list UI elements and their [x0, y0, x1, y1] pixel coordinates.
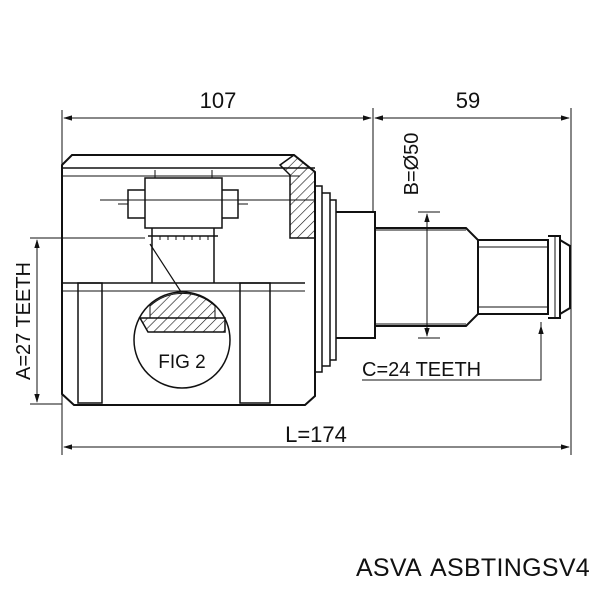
dim-label-107: 107 [200, 88, 237, 113]
joint-housing [61, 154, 316, 406]
housing-outline [61, 154, 316, 406]
fig2-label: FIG 2 [158, 352, 206, 373]
shaft [336, 211, 479, 339]
dim-label-c-teeth: C=24 TEETH [362, 359, 481, 381]
dim-label-length: L=174 [285, 422, 347, 447]
brand-name: ASVA [355, 554, 422, 582]
tripod-spider [118, 170, 248, 299]
dim-label-a-teeth: A=27 TEETH [13, 262, 35, 380]
part-number: ASBTINGSV4 [430, 554, 590, 582]
dim-label-59: 59 [456, 88, 480, 113]
neck-ring [315, 185, 337, 373]
dim-label-b-diameter: B=Ø50 [401, 133, 423, 196]
dimension-lines [34, 115, 570, 450]
dim-leader-c [362, 325, 544, 381]
spline-stub [478, 235, 571, 319]
part-caption: ASVA ASBTINGSV4 [356, 554, 590, 583]
housing-hatch [278, 154, 316, 239]
fig2-detail [133, 291, 231, 389]
